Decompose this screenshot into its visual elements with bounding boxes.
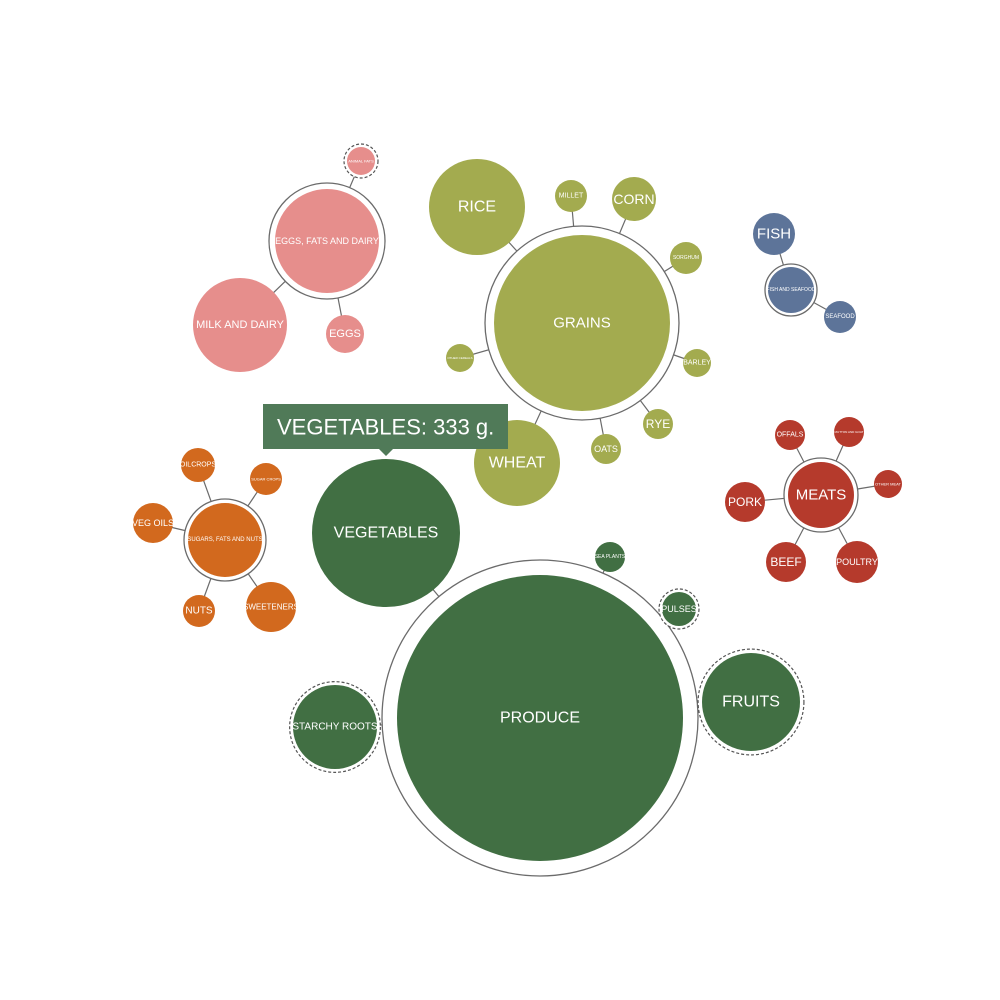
node-mutton-and-goat[interactable]: MUTTON AND GOAT xyxy=(834,417,864,447)
millet-circle[interactable] xyxy=(555,180,587,212)
eggs-circle[interactable] xyxy=(326,315,364,353)
node-oilcrops[interactable]: OILCROPS xyxy=(180,448,217,482)
node-fruits[interactable]: FRUITS xyxy=(702,653,800,751)
milk-and-dairy-circle[interactable] xyxy=(193,278,287,372)
starchy-roots-circle[interactable] xyxy=(293,685,377,769)
animal-fats-circle[interactable] xyxy=(347,147,375,175)
nuts-circle[interactable] xyxy=(183,595,215,627)
node-sugar-crops[interactable]: SUGAR CROPS xyxy=(250,463,282,495)
veg-oils-circle[interactable] xyxy=(133,503,173,543)
node-poultry[interactable]: POULTRY xyxy=(836,541,878,583)
node-meats[interactable]: MEATS xyxy=(788,462,854,528)
seafood-circle[interactable] xyxy=(824,301,856,333)
offals-circle[interactable] xyxy=(775,420,805,450)
node-seafood[interactable]: SEAFOOD xyxy=(824,301,856,333)
sugar-crops-circle[interactable] xyxy=(250,463,282,495)
node-grains[interactable]: GRAINS xyxy=(494,235,670,411)
pulses-circle[interactable] xyxy=(662,592,696,626)
node-rye[interactable]: RYE xyxy=(643,409,673,439)
node-other-meat[interactable]: OTHER MEAT xyxy=(874,470,902,498)
tooltip: VEGETABLES: 333 g. xyxy=(263,404,508,456)
vegetables-circle[interactable] xyxy=(312,459,460,607)
beef-circle[interactable] xyxy=(766,542,806,582)
node-beef[interactable]: BEEF xyxy=(766,542,806,582)
sweeteners-circle[interactable] xyxy=(246,582,296,632)
node-sorghum[interactable]: SORGHUM xyxy=(670,242,702,274)
node-pork[interactable]: PORK xyxy=(725,482,765,522)
node-other-cereals[interactable]: OTHER CEREALS xyxy=(446,344,474,372)
pork-circle[interactable] xyxy=(725,482,765,522)
node-eggs[interactable]: EGGS xyxy=(326,315,364,353)
sorghum-circle[interactable] xyxy=(670,242,702,274)
eggs-fats-and-dairy-circle[interactable] xyxy=(275,189,379,293)
node-barley[interactable]: BARLEY xyxy=(683,349,711,377)
node-nuts[interactable]: NUTS xyxy=(183,595,215,627)
mutton-and-goat-circle[interactable] xyxy=(834,417,864,447)
node-millet[interactable]: MILLET xyxy=(555,180,587,212)
node-sea-plants[interactable]: SEA PLANTS xyxy=(595,542,626,572)
corn-circle[interactable] xyxy=(612,177,656,221)
oilcrops-circle[interactable] xyxy=(181,448,215,482)
tooltip-text: VEGETABLES: 333 g. xyxy=(277,415,494,440)
node-animal-fats[interactable]: ANIMAL FATS xyxy=(347,147,375,175)
node-fish[interactable]: FISH xyxy=(753,213,795,255)
node-corn[interactable]: CORN xyxy=(612,177,656,221)
node-milk-and-dairy[interactable]: MILK AND DAIRY xyxy=(193,278,287,372)
node-veg-oils[interactable]: VEG OILS xyxy=(132,503,174,543)
grains-circle[interactable] xyxy=(494,235,670,411)
tooltip-box xyxy=(263,404,508,456)
fish-and-seafood-circle[interactable] xyxy=(768,267,814,313)
node-eggs-fats-and-dairy[interactable]: EGGS, FATS AND DAIRY xyxy=(275,189,379,293)
fish-circle[interactable] xyxy=(753,213,795,255)
barley-circle[interactable] xyxy=(683,349,711,377)
rice-circle[interactable] xyxy=(429,159,525,255)
node-rice[interactable]: RICE xyxy=(429,159,525,255)
poultry-circle[interactable] xyxy=(836,541,878,583)
meats-circle[interactable] xyxy=(788,462,854,528)
other-cereals-circle[interactable] xyxy=(446,344,474,372)
node-offals[interactable]: OFFALS xyxy=(775,420,805,450)
node-sweeteners[interactable]: SWEETENERS xyxy=(243,582,299,632)
rye-circle[interactable] xyxy=(643,409,673,439)
produce-circle[interactable] xyxy=(397,575,683,861)
other-meat-circle[interactable] xyxy=(874,470,902,498)
node-sugars-fats-and-nuts[interactable]: SUGARS, FATS AND NUTS xyxy=(187,503,263,577)
oats-circle[interactable] xyxy=(591,434,621,464)
node-oats[interactable]: OATS xyxy=(591,434,621,464)
fruits-circle[interactable] xyxy=(702,653,800,751)
node-vegetables[interactable]: VEGETABLES xyxy=(312,459,460,607)
sea-plants-circle[interactable] xyxy=(595,542,625,572)
sugars-fats-and-nuts-circle[interactable] xyxy=(188,503,262,577)
node-produce[interactable]: PRODUCE xyxy=(397,575,683,861)
